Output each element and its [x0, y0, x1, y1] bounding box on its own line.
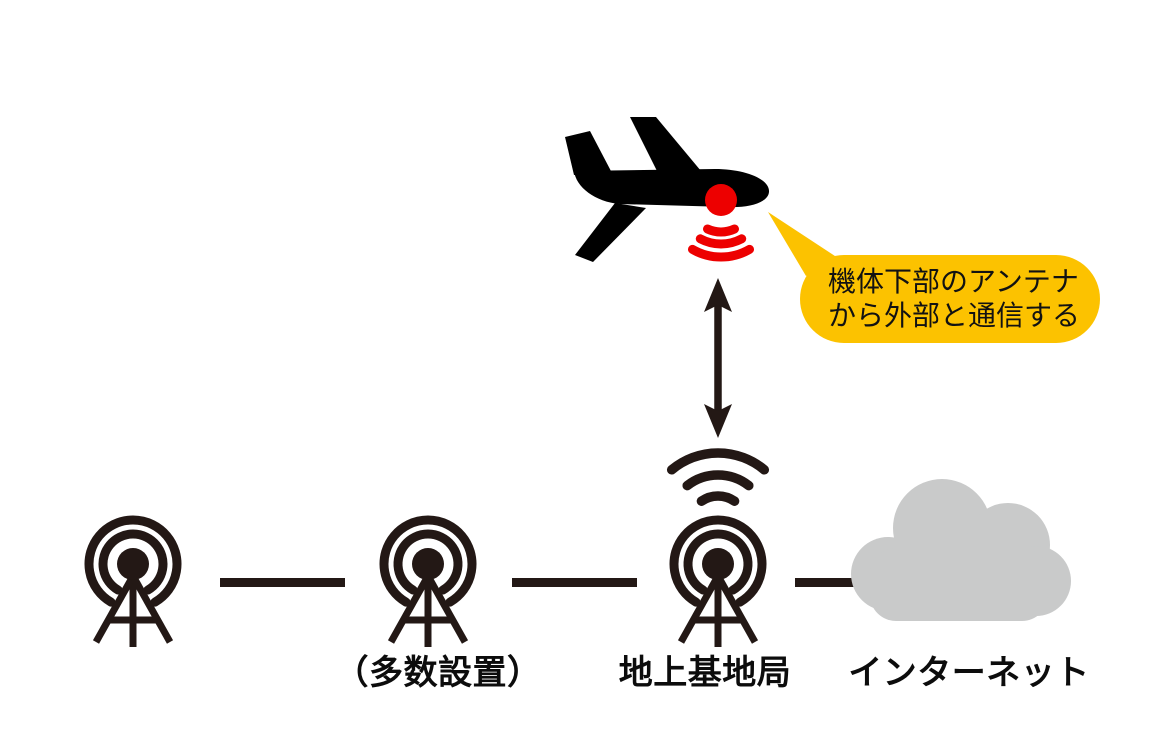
lower-wing — [575, 203, 646, 262]
cloud-icon — [851, 479, 1071, 621]
signal-waves-up-icon — [666, 448, 770, 506]
link-line — [512, 578, 637, 587]
double-arrow-icon — [704, 278, 732, 438]
relay-note-label: （多数設置） — [334, 654, 542, 692]
link-line — [795, 578, 873, 587]
callout-tail — [768, 212, 838, 276]
airplane-icon — [565, 117, 770, 262]
fuselage — [574, 169, 770, 208]
ground-station-label: 地上基地局 — [618, 654, 792, 692]
base-station-tower-icon — [668, 514, 768, 649]
signal-waves-down-icon — [688, 224, 754, 262]
radio-tower-icon — [378, 514, 478, 649]
radio-tower-icon — [83, 514, 183, 649]
antenna-dot-icon — [705, 184, 737, 216]
link-line — [220, 578, 345, 587]
internet-label: インターネット — [848, 654, 1090, 692]
upper-wing — [630, 117, 706, 177]
callout-bubble: 機体下部のアンテナ から外部と通信する — [800, 255, 1100, 343]
callout-line-2: から外部と通信する — [828, 300, 1081, 331]
callout-line-1: 機体下部のアンテナ — [828, 266, 1079, 297]
tail-fin — [565, 131, 612, 175]
